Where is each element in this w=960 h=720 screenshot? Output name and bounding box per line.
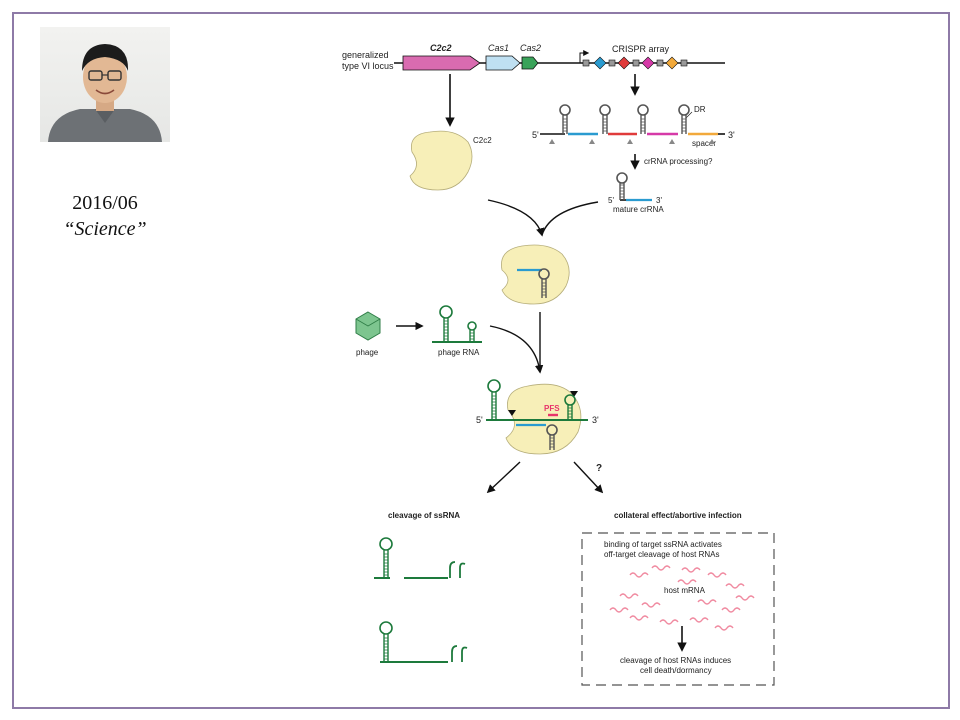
spacer-1 (593, 56, 607, 70)
locus-label-2: type VI locus (342, 61, 394, 71)
slide-frame (12, 12, 950, 709)
five-prime-label: 5' (532, 130, 539, 140)
host-mrna-fragment (725, 583, 745, 589)
crrna-processing-label: crRNA processing? (644, 157, 713, 166)
protein-label: C2c2 (473, 136, 492, 145)
cleavage-site-marker (508, 410, 516, 416)
processing-site-marker (589, 139, 595, 144)
pfs-label: PFS (544, 404, 560, 413)
repeat (656, 59, 664, 67)
cleavage-title: cleavage of ssRNA (388, 511, 460, 520)
processing-site-marker (549, 139, 555, 144)
five-prime-label: 5' (476, 415, 483, 425)
phage-rna-hairpin-large (439, 305, 453, 342)
mature-crrna-hairpin (616, 172, 628, 200)
host-mrna-fragment (707, 572, 727, 578)
target-rna-hairpin-3 (564, 394, 576, 420)
dr-pointer (685, 111, 693, 119)
repeat (582, 59, 590, 67)
direct-repeat-hairpin (599, 104, 611, 134)
host-mrna-label: host mRNA (664, 586, 706, 595)
publication-date: 2016/06 (72, 192, 138, 214)
arrow-to-collateral (573, 461, 604, 494)
phage-rna-hairpin-small (467, 321, 477, 342)
cleaved-loop-ends (451, 645, 468, 662)
portrait-photo (40, 27, 170, 142)
direct-repeat-hairpin (678, 104, 690, 134)
promoter-arrow (579, 50, 590, 63)
collateral-box (581, 532, 775, 686)
arrow-protein-to-complex (487, 199, 545, 237)
three-prime-label: 3' (728, 130, 735, 140)
repeat (632, 59, 640, 67)
c2c2-gene-label: C2c2 (430, 43, 452, 53)
death-text-2: cell death/dormancy (640, 666, 712, 675)
host-mrna-fragment (651, 565, 671, 571)
target-rna-hairpin-5 (487, 379, 501, 420)
host-mrna-fragment (619, 593, 639, 599)
repeat (680, 59, 688, 67)
host-mrna-fragment (629, 615, 649, 621)
cas2-gene-label: Cas2 (520, 43, 541, 53)
repeat (608, 59, 616, 67)
spacer-2 (617, 56, 631, 70)
phage-label: phage (356, 348, 379, 357)
cas1-gene-label: Cas1 (488, 43, 509, 53)
processing-site-marker (669, 139, 675, 144)
direct-repeat-hairpin (559, 104, 571, 134)
cas1-gene (485, 55, 521, 71)
three-prime-label: 3' (656, 196, 662, 205)
host-mrna-fragment (689, 617, 709, 623)
c2c2-protein (409, 130, 473, 191)
phage-rna-label: phage RNA (438, 348, 480, 357)
binding-text-2: off-target cleavage of host RNAs (604, 550, 719, 559)
complex-crrna-hairpin (538, 268, 550, 298)
dr-label: DR (694, 105, 706, 114)
cas2-gene (521, 56, 539, 70)
journal-name: “Science” (63, 218, 147, 240)
bound-crrna-hairpin (546, 424, 558, 450)
host-mrna-fragment (697, 599, 717, 605)
host-mrna-fragment (641, 602, 661, 608)
c2c2-gene (402, 55, 481, 71)
processing-site-marker (627, 139, 633, 144)
phage-capsid-facets (355, 318, 381, 327)
host-mrna-fragment (714, 625, 734, 631)
arrow-crrna-to-complex (541, 201, 599, 236)
uncertain-mark: ? (596, 463, 602, 474)
spacer-label: spacer (692, 139, 716, 148)
death-text-1: cleavage of host RNAs induces (620, 656, 731, 665)
three-prime-label: 3' (592, 415, 599, 425)
cleaved-fragment-hairpin (379, 537, 393, 578)
host-mrna-fragment (681, 567, 701, 573)
c2c2-crrna-complex (501, 244, 570, 305)
host-mrna-fragment (677, 579, 697, 585)
host-mrna-fragment (629, 572, 649, 578)
cleavage-site-marker-2 (570, 391, 578, 397)
arrow-to-cleavage (486, 461, 521, 494)
host-mrna-fragment (609, 607, 629, 613)
spacer-3 (641, 56, 655, 70)
host-mrna-fragment (659, 619, 679, 625)
host-mrna-fragment (721, 607, 741, 613)
processing-site-marker (709, 139, 715, 144)
locus-label: generalized (342, 50, 389, 60)
binding-text-1: binding of target ssRNA activates (604, 540, 722, 549)
cleaved-fragment-hairpin (379, 621, 393, 662)
c2c2-mechanism-diagram: generalized type VI locus C2c2 Cas1 Cas2… (342, 43, 775, 686)
spacer-4 (665, 56, 679, 70)
collateral-title: collateral effect/abortive infection (614, 511, 742, 520)
arrow-rna-to-target (489, 325, 544, 374)
crispr-array-label: CRISPR array (612, 44, 670, 54)
direct-repeat-hairpin (637, 104, 649, 134)
cleaved-loop-ends (449, 561, 466, 578)
five-prime-label: 5' (608, 196, 614, 205)
host-mrna-fragment (735, 595, 755, 601)
mature-crrna-label: mature crRNA (613, 205, 664, 214)
